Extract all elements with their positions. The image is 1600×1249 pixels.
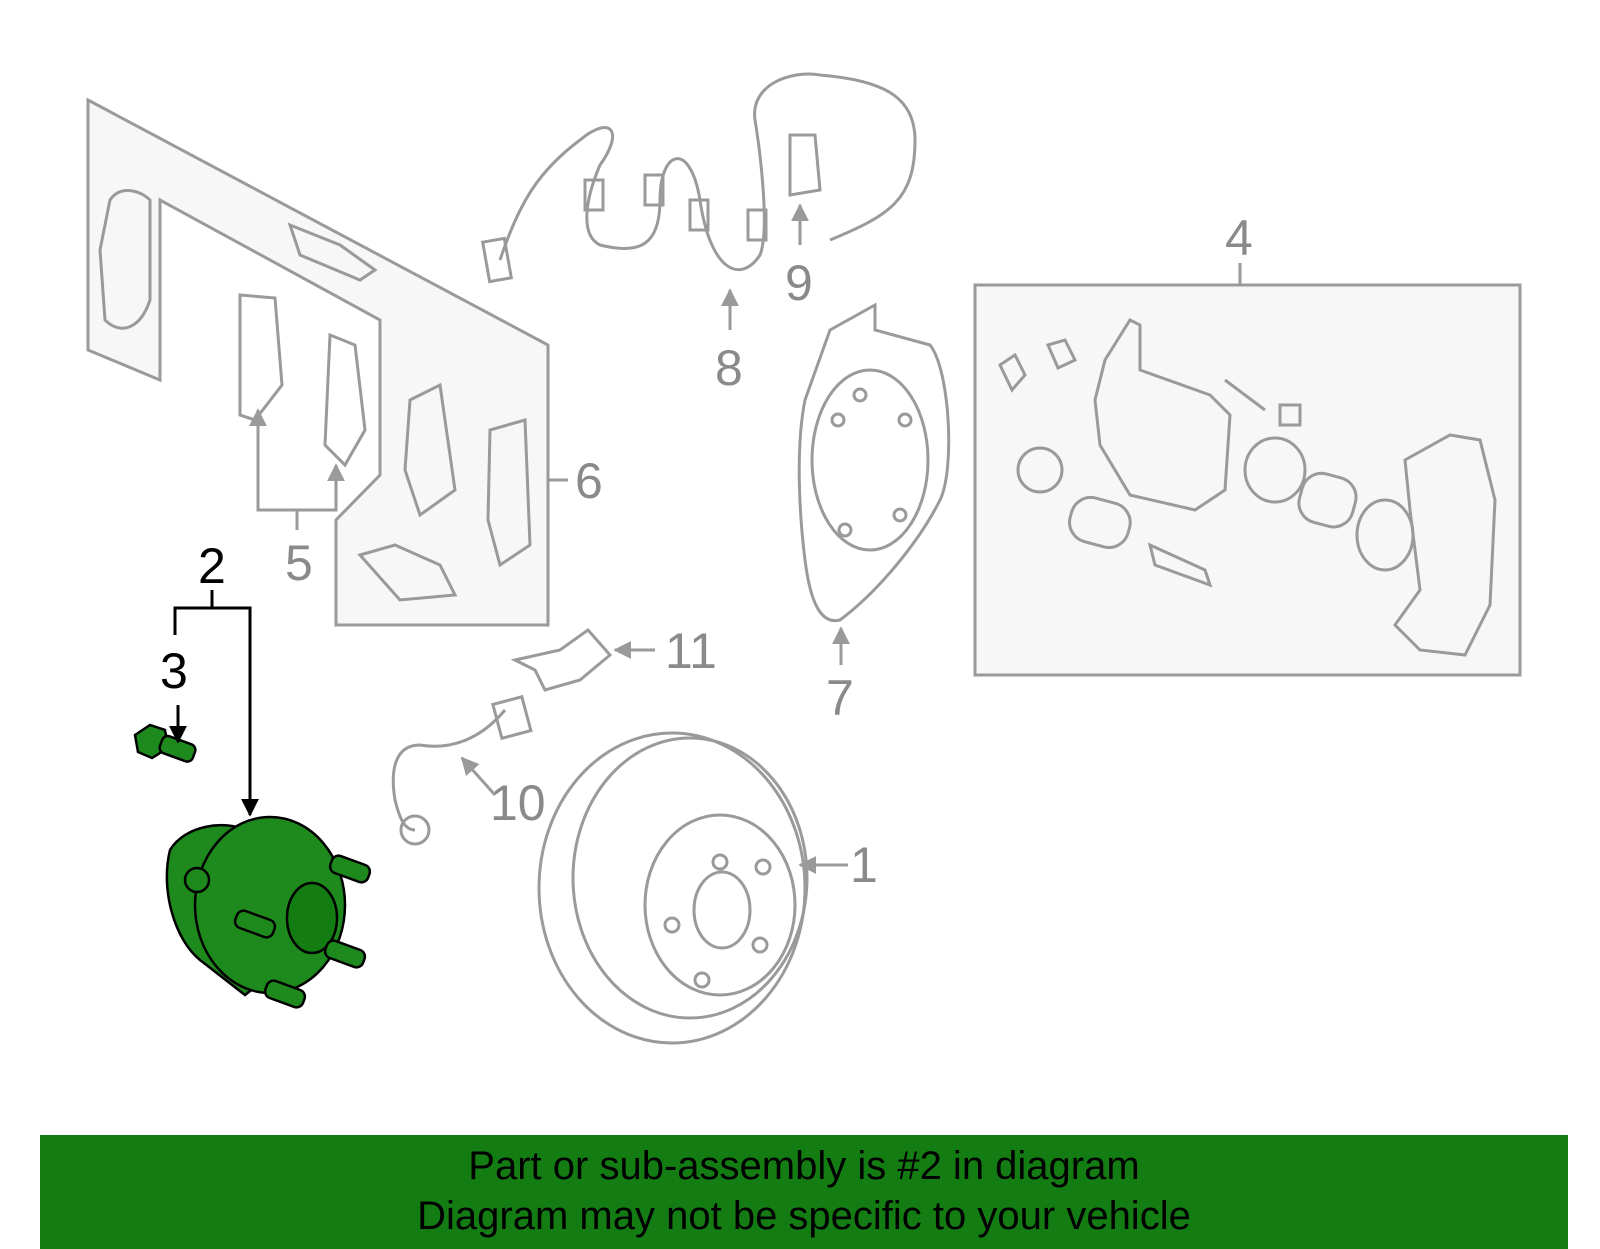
- callout-5: 5: [285, 535, 313, 591]
- splash-shield: [797, 302, 951, 623]
- wheel-hub-assembly: [165, 815, 372, 1009]
- callout-8: 8: [715, 340, 743, 396]
- hose-bracket: [510, 627, 613, 692]
- callout-7: 7: [826, 670, 854, 726]
- callout-1: 1: [850, 837, 878, 893]
- banner-line-1: Part or sub-assembly is #2 in diagram: [468, 1144, 1140, 1188]
- brake-rotor: [537, 731, 809, 1045]
- callout-3: 3: [160, 643, 188, 699]
- callout-9: 9: [785, 255, 813, 311]
- flex-hose: [391, 694, 533, 846]
- highlight-info-banner: Part or sub-assembly is #2 in diagram Di…: [40, 1135, 1568, 1249]
- callout-10: 10: [490, 775, 546, 831]
- callout-2: 2: [198, 538, 226, 594]
- callout-6: 6: [575, 453, 603, 509]
- callout-11: 11: [665, 623, 717, 679]
- pad-kit-box: [86, 97, 568, 627]
- caliper-assembly-box: [973, 263, 1522, 677]
- brake-hose-line: [480, 72, 917, 284]
- hub-bolt: [133, 723, 197, 763]
- banner-line-2: Diagram may not be specific to your vehi…: [417, 1194, 1191, 1238]
- active-leaders: [173, 590, 252, 815]
- callout-4: 4: [1225, 210, 1253, 266]
